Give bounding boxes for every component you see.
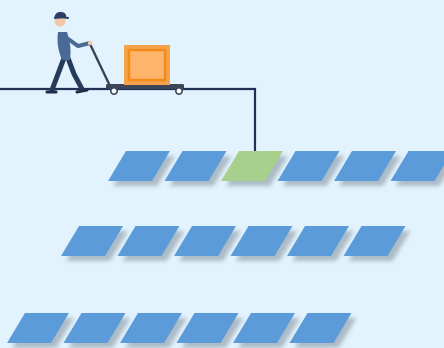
tile[interactable] — [164, 151, 227, 181]
tile[interactable] — [176, 313, 239, 343]
parcel-box-icon — [124, 45, 170, 85]
track-line — [0, 87, 257, 152]
tile[interactable] — [63, 313, 126, 343]
tile[interactable] — [120, 313, 182, 343]
hand-truck-icon — [88, 42, 184, 96]
tile[interactable] — [61, 226, 123, 256]
tile[interactable] — [108, 151, 170, 181]
tile[interactable] — [7, 313, 69, 343]
tile[interactable] — [233, 313, 295, 343]
tile[interactable] — [287, 226, 349, 256]
tile[interactable] — [230, 226, 293, 256]
tile[interactable] — [174, 226, 236, 256]
tile[interactable] — [334, 151, 396, 181]
tile[interactable] — [289, 313, 352, 343]
tile[interactable] — [277, 151, 340, 181]
tile-grid — [7, 151, 444, 348]
person-pushing-cart-icon — [45, 11, 93, 94]
tile[interactable] — [390, 151, 444, 181]
tile[interactable] — [117, 226, 180, 256]
tile[interactable] — [343, 226, 406, 256]
tile-highlighted[interactable] — [221, 151, 283, 181]
